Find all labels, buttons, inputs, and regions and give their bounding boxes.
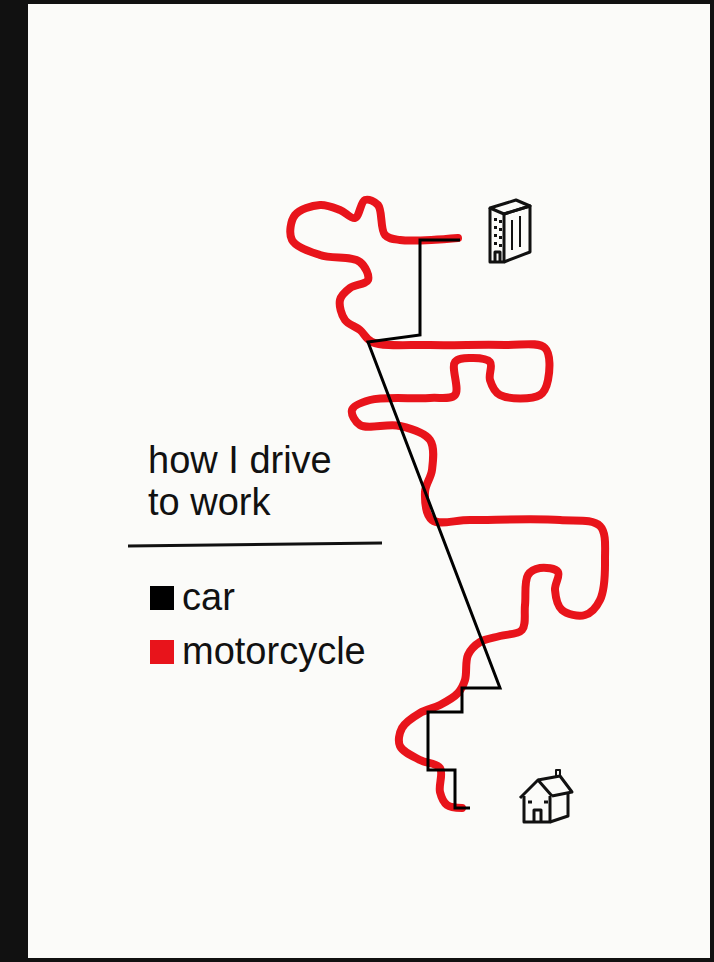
car-route <box>368 240 500 808</box>
legend-text: motorcycle <box>182 630 366 673</box>
legend-item: motorcycle <box>150 630 366 673</box>
legend-text: car <box>182 576 235 619</box>
title-underline <box>128 543 382 546</box>
legend-swatch <box>150 640 174 664</box>
office-building <box>490 200 530 262</box>
title: how I drive to work <box>148 440 363 524</box>
legend-item: car <box>150 576 235 619</box>
home-house <box>520 770 572 822</box>
motorcycle-route <box>290 200 605 808</box>
legend-swatch <box>150 586 174 610</box>
paper <box>28 4 710 958</box>
